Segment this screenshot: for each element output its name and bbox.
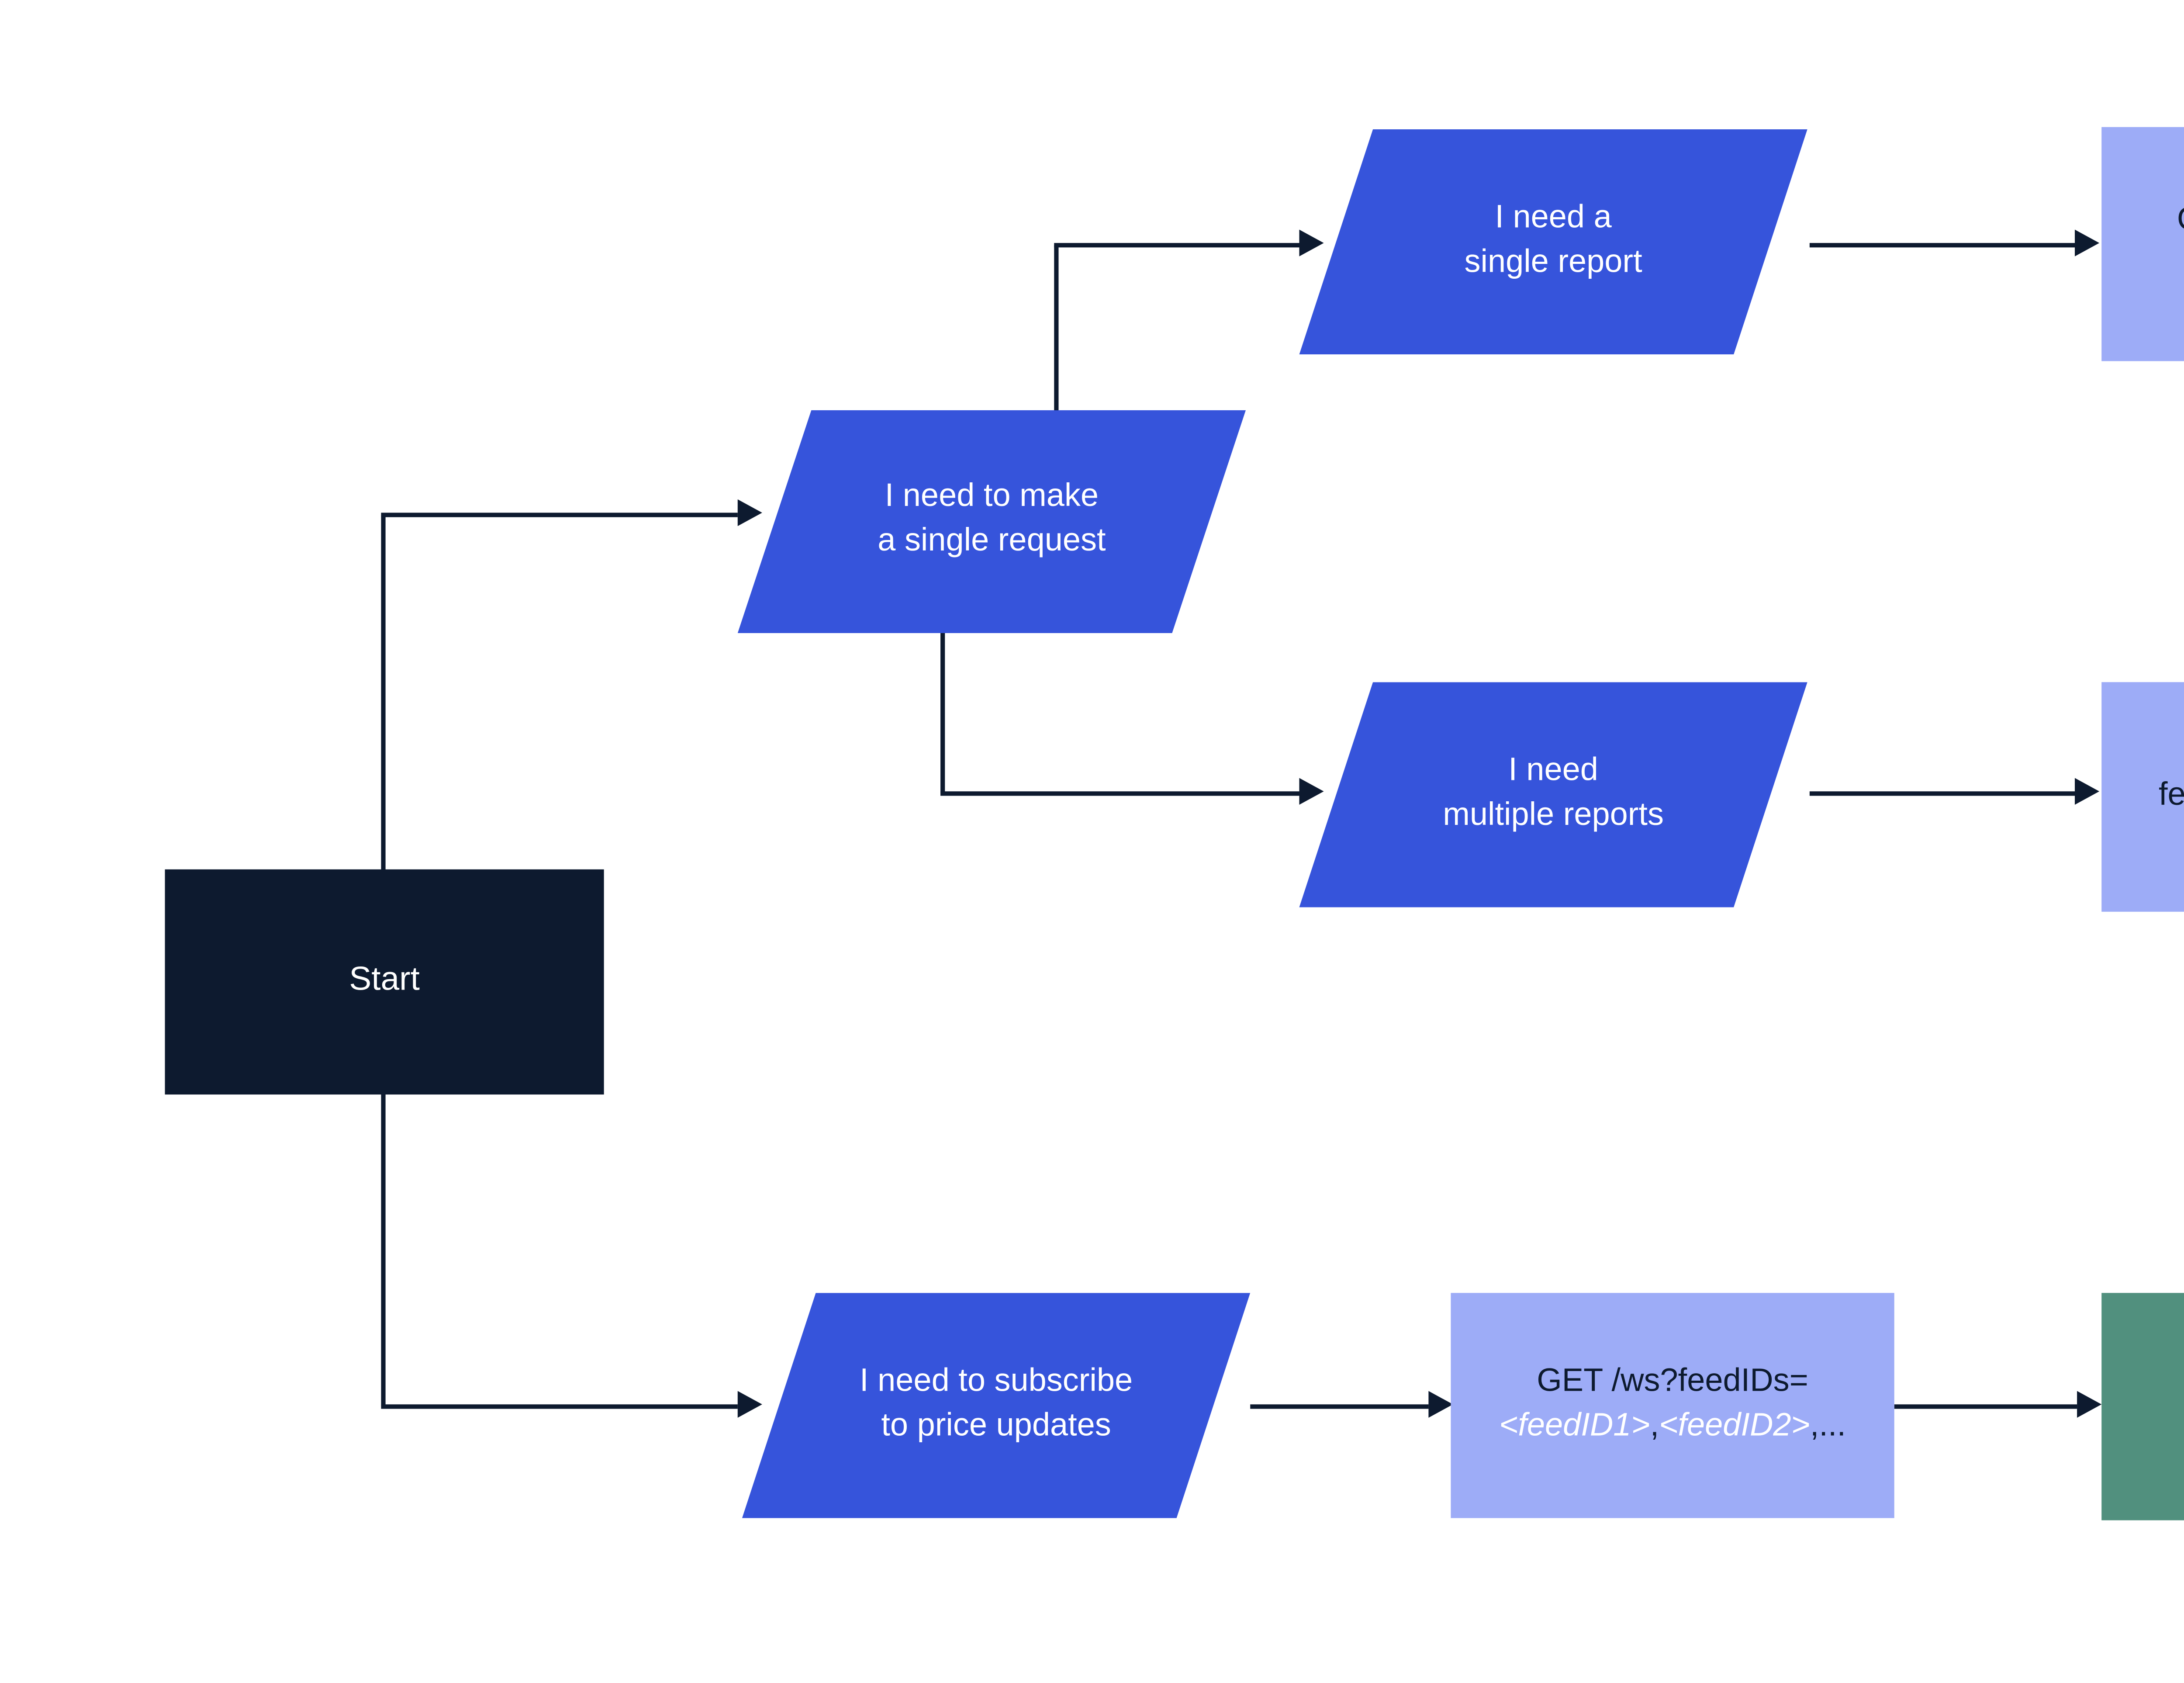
option-subscribe-line1: I need to subscribe <box>860 1364 1133 1400</box>
option-single-report-label: I need a single report <box>1447 198 1660 286</box>
arrowhead-to-multiple-reports <box>1299 778 1324 805</box>
request-r2-line2-static: feedIDs= <box>2158 777 2184 813</box>
edge-r3-option-to-request <box>1250 1405 1429 1409</box>
option-single-report-line1: I need a <box>1495 200 1612 236</box>
request-r1-line1-static: GET /reports?feedID= <box>2177 203 2184 239</box>
request-websocket-text: GET /ws?feedIDs= <feedID1>,<feedID2>,... <box>1486 1362 1859 1449</box>
arrowhead-r3-request <box>1428 1391 1453 1418</box>
option-single-report[interactable]: I need a single report <box>1299 129 1807 355</box>
arrowhead-r3-response <box>2077 1391 2102 1418</box>
request-r3-line2-var1: <feedID1> <box>1499 1407 1650 1444</box>
arrowhead-r2-request <box>2075 778 2100 805</box>
request-bulk-reports-text: GET /reports/bulk? feedIDs=<feedID1>,<fe… <box>2145 731 2184 862</box>
option-multiple-reports-line1: I need <box>1508 753 1598 789</box>
edge-r1-option-to-request <box>1809 243 2075 247</box>
request-r3-line2-sep: , <box>1650 1407 1659 1444</box>
arrowhead-to-subscribe <box>737 1391 762 1418</box>
arrowhead-to-single-report <box>1299 229 1324 256</box>
option-multiple-reports[interactable]: I need multiple reports <box>1299 682 1807 907</box>
request-single-report-text: GET /reports?feedID=<feedID>& timestamp=… <box>2163 201 2184 288</box>
start-label: Start <box>349 961 420 1000</box>
request-bulk-reports[interactable]: GET /reports/bulk? feedIDs=<feedID1>,<fe… <box>2101 682 2184 912</box>
request-single-report[interactable]: GET /reports?feedID=<feedID>& timestamp=… <box>2101 127 2184 361</box>
edge-r3-request-to-response <box>1894 1405 2077 1409</box>
edge-r2-option-to-request <box>1809 792 2075 796</box>
decision-label-line2: a single request <box>878 523 1106 560</box>
start-node[interactable]: Start <box>165 869 604 1095</box>
edge-decision-to-multiple-reports <box>940 792 1299 796</box>
response-websocket-stream[interactable]: [feedID1, report] [feedID2, report] ... <box>2101 1293 2184 1520</box>
option-multiple-reports-label: I need multiple reports <box>1425 751 1681 838</box>
arrowhead-to-decision <box>737 499 762 526</box>
request-r3-line2-var2: <feedID2> <box>1659 1407 1810 1444</box>
option-subscribe-label: I need to subscribe to price updates <box>842 1362 1151 1449</box>
decision-label: I need to make a single request <box>860 478 1123 565</box>
request-r3-line2-tail: ,... <box>1810 1407 1846 1444</box>
arrowhead-r1-request <box>2075 229 2100 256</box>
request-websocket-subscribe[interactable]: GET /ws?feedIDs= <feedID1>,<feedID2>,... <box>1451 1293 1894 1518</box>
edge-decision-up <box>1054 245 1058 412</box>
request-r3-line1-static: GET /ws?feedIDs= <box>1537 1364 1808 1400</box>
option-multiple-reports-line2: multiple reports <box>1443 796 1664 833</box>
option-subscribe-price-updates[interactable]: I need to subscribe to price updates <box>742 1293 1251 1518</box>
edge-decision-down <box>941 630 945 794</box>
edge-trunk-to-decision <box>381 513 738 517</box>
decision-single-request[interactable]: I need to make a single request <box>737 410 1246 633</box>
edge-decision-to-single-report <box>1054 243 1299 247</box>
edge-trunk-to-subscribe <box>381 1405 738 1409</box>
option-single-report-line2: single report <box>1464 244 1642 280</box>
option-subscribe-line2: to price updates <box>881 1407 1111 1444</box>
decision-label-line1: I need to make <box>885 480 1099 516</box>
